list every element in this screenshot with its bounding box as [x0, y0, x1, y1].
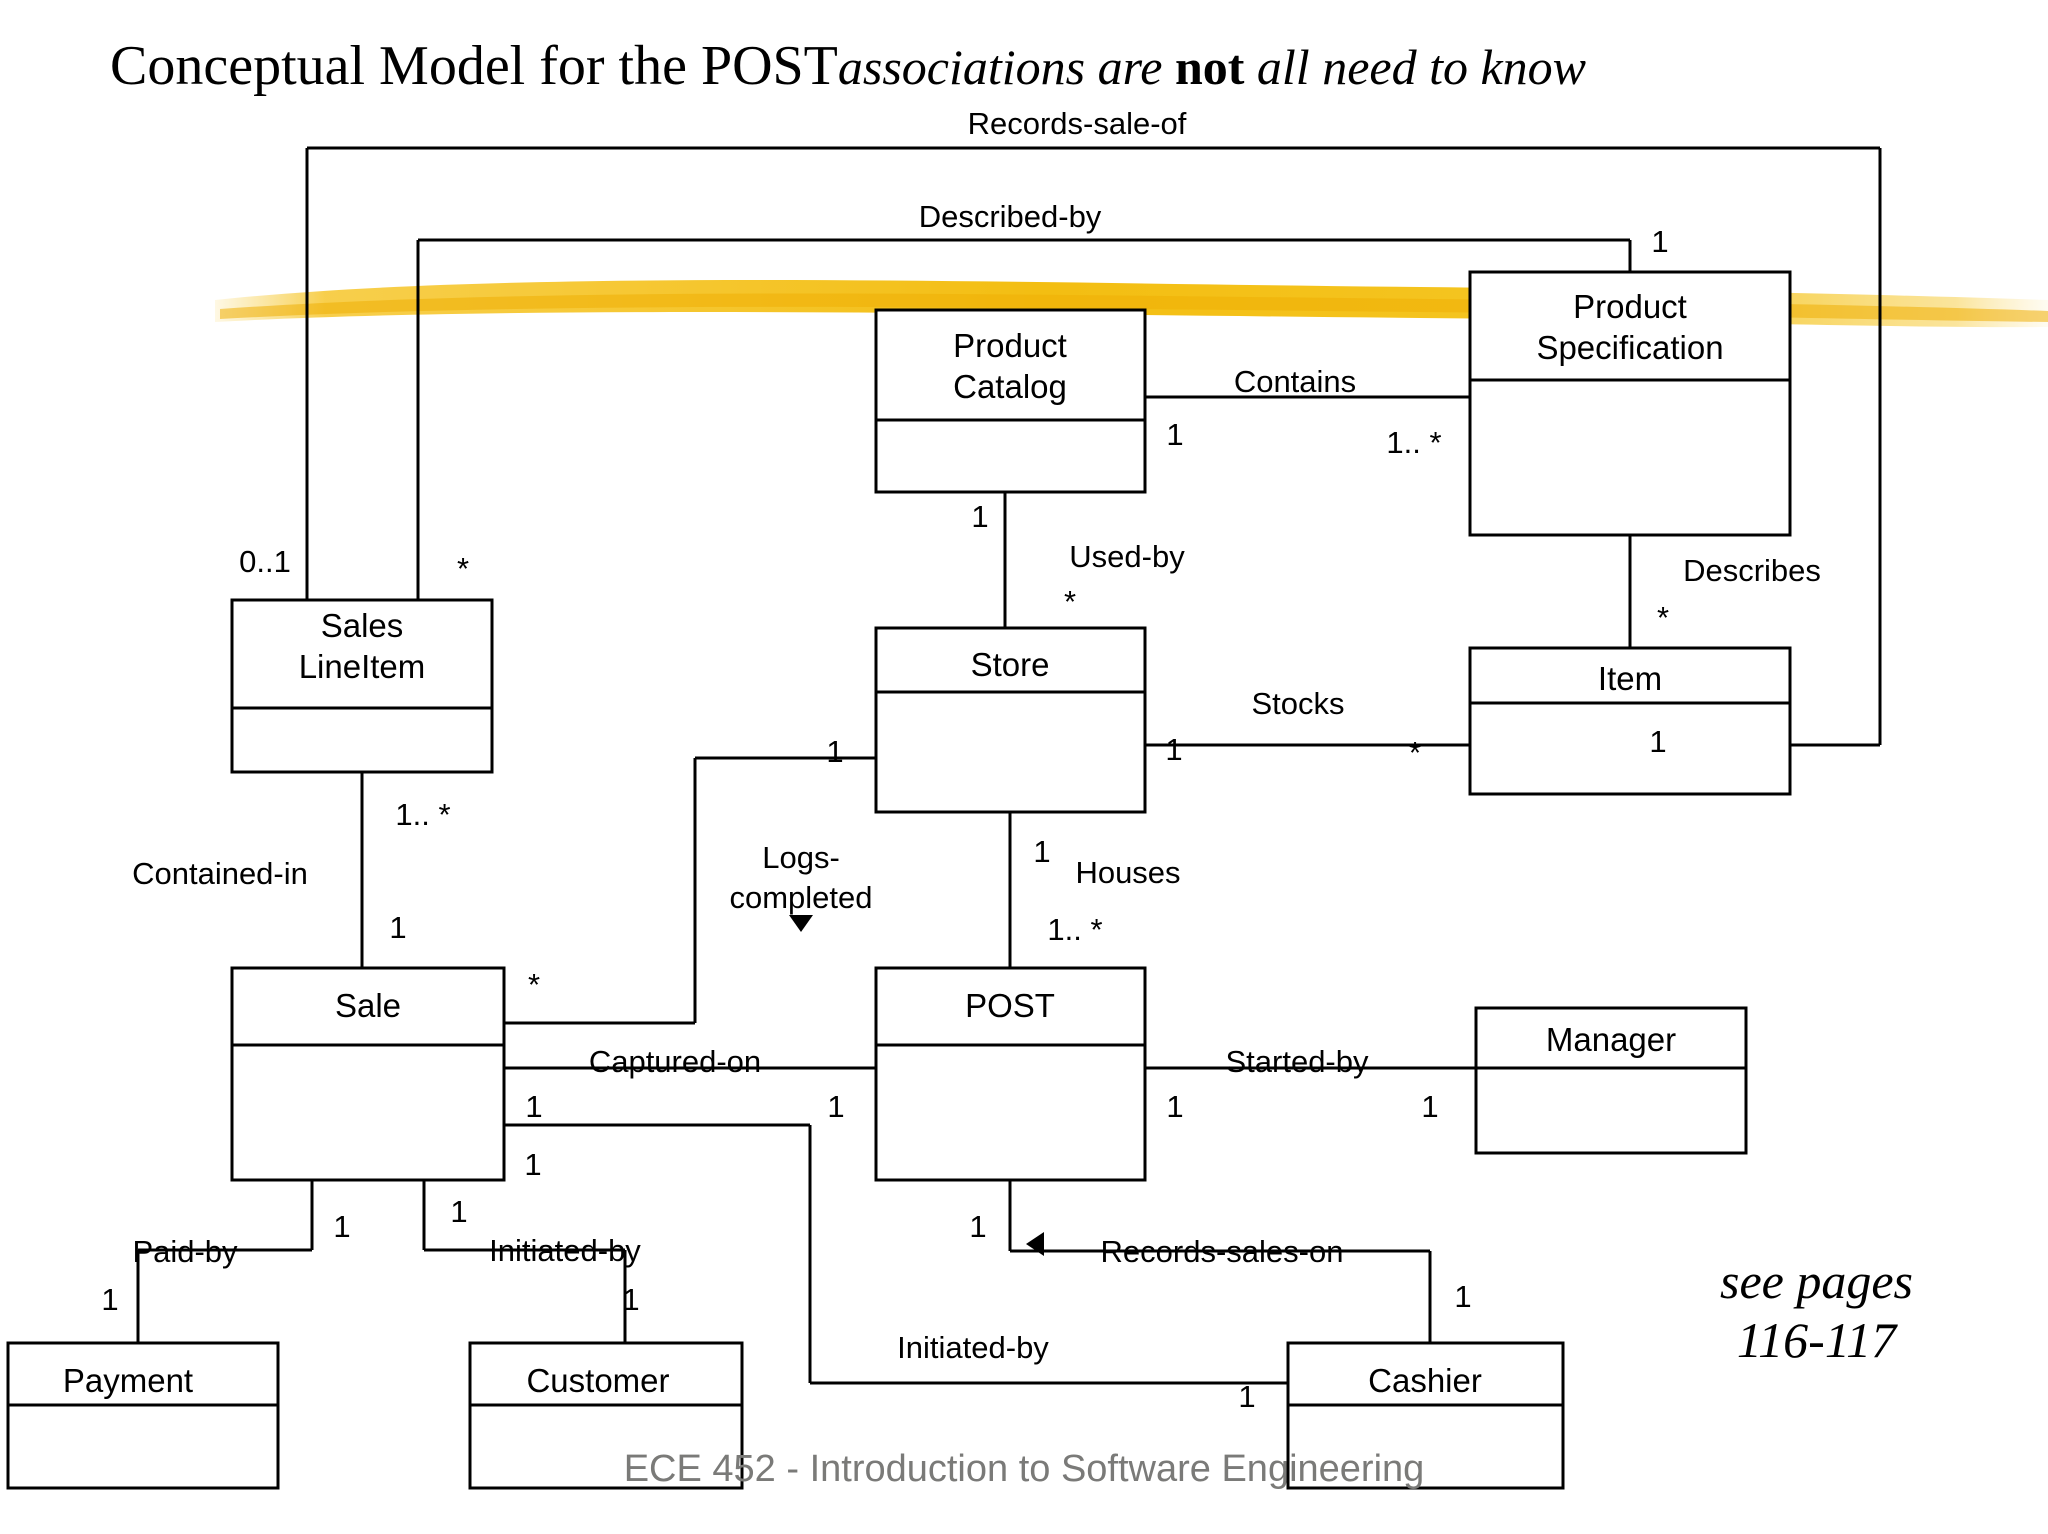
class-box-manager[interactable]: Manager — [1474, 1006, 1748, 1155]
slide-footer: ECE 452 - Introduction to Software Engin… — [623, 1448, 1425, 1490]
class-box-product-specification[interactable]: Product Specification — [1468, 270, 1792, 537]
mult-captured-on-left: 1 — [525, 1089, 542, 1124]
title-bold: not — [1174, 39, 1245, 95]
logs-completed-arrow — [789, 915, 813, 932]
svg-text:Sales: Sales — [321, 607, 404, 644]
mult-captured-on-right: 1 — [827, 1089, 844, 1124]
mult-stocks-left: 1 — [1165, 732, 1182, 767]
label-started-by: Started-by — [1225, 1044, 1369, 1079]
label-described-by: Described-by — [919, 199, 1102, 234]
class-box-product-catalog[interactable]: Product Catalog — [874, 308, 1147, 494]
class-box-sale[interactable]: Sale — [230, 966, 506, 1182]
svg-text:Product: Product — [1573, 288, 1687, 325]
mult-records-sales-cashier: 1 — [1454, 1279, 1471, 1314]
svg-text:Payment: Payment — [63, 1362, 193, 1399]
mult-started-by-left: 1 — [1166, 1089, 1183, 1124]
label-describes: Describes — [1683, 553, 1821, 588]
mult-sale-cashier: 1 — [524, 1147, 541, 1182]
association-records-sales-on — [1008, 1180, 1432, 1343]
svg-text:Customer: Customer — [526, 1362, 669, 1399]
svg-text:Manager: Manager — [1546, 1021, 1676, 1058]
label-logs-completed-2: completed — [729, 880, 872, 915]
label-records-sale-of: Records-sale-of — [968, 106, 1187, 141]
see-pages-line-2: 116-117 — [1736, 1312, 1897, 1368]
label-stocks: Stocks — [1251, 686, 1344, 721]
association-records-sale-of — [305, 146, 1882, 747]
svg-text:Catalog: Catalog — [953, 368, 1067, 405]
svg-text:LineItem: LineItem — [299, 648, 426, 685]
class-box-cashier[interactable]: Cashier — [1286, 1341, 1565, 1490]
mult-houses-top: 1 — [1033, 834, 1050, 869]
title-main: Conceptual Model for the POST — [110, 35, 838, 97]
mult-described-by-right: 1 — [1651, 224, 1668, 259]
svg-text:Item: Item — [1598, 660, 1662, 697]
title-italic-1: associations are — [837, 39, 1175, 95]
svg-text:Cashier: Cashier — [1368, 1362, 1482, 1399]
page-title: Conceptual Model for the POSTassociation… — [110, 38, 1586, 94]
title-italic-2: all need to know — [1244, 39, 1587, 95]
association-described-by — [416, 238, 1632, 600]
label-paid-by: Paid-by — [132, 1234, 238, 1269]
see-pages-line-1: see pages — [1720, 1253, 1913, 1309]
mult-initiated-cash-end: 1 — [1238, 1379, 1255, 1414]
class-box-payment[interactable]: Payment — [6, 1341, 280, 1490]
class-box-customer[interactable]: Customer — [468, 1341, 744, 1490]
mult-contained-in-top: 1.. * — [395, 797, 450, 832]
svg-text:POST: POST — [965, 987, 1055, 1024]
mult-contained-in-bottom: 1 — [389, 910, 406, 945]
association-initiated-by-cashier — [504, 1123, 1288, 1385]
association-initiated-by-customer — [422, 1180, 627, 1343]
svg-text:Sale: Sale — [335, 987, 401, 1024]
label-initiated-by-customer: Initiated-by — [489, 1233, 641, 1268]
class-box-store[interactable]: Store — [874, 626, 1147, 814]
mult-logs-store: 1 — [826, 734, 843, 769]
svg-text:Specification: Specification — [1536, 329, 1723, 366]
mult-initiated-cust-sale: 1 — [450, 1194, 467, 1229]
label-used-by: Used-by — [1069, 539, 1185, 574]
label-contains: Contains — [1234, 364, 1356, 399]
mult-used-by-top: 1 — [971, 499, 988, 534]
mult-houses-bottom: 1.. * — [1047, 912, 1102, 947]
svg-text:Product: Product — [953, 327, 1067, 364]
mult-describes: * — [1657, 600, 1669, 635]
svg-text:Store: Store — [971, 646, 1050, 683]
mult-contains-left: 1 — [1166, 417, 1183, 452]
mult-described-by-left: * — [457, 551, 469, 586]
mult-paid-by-sale: 1 — [333, 1209, 350, 1244]
label-initiated-by-cashier: Initiated-by — [897, 1330, 1049, 1365]
label-logs-completed-1: Logs- — [762, 840, 840, 875]
mult-used-by-bottom: * — [1064, 584, 1076, 619]
mult-records-sale-of-left: 0..1 — [239, 544, 291, 579]
mult-stocks-right: * — [1409, 735, 1421, 770]
label-contained-in: Contained-in — [132, 856, 308, 891]
association-paid-by — [136, 1180, 314, 1343]
class-box-item[interactable]: Item — [1468, 646, 1792, 796]
see-pages-note: see pages 116-117 — [1720, 1252, 1913, 1370]
mult-paid-by-payment: 1 — [101, 1282, 118, 1317]
label-houses: Houses — [1075, 855, 1180, 890]
mult-started-by-right: 1 — [1421, 1089, 1438, 1124]
mult-records-sales-post: 1 — [969, 1209, 986, 1244]
label-captured-on: Captured-on — [589, 1044, 761, 1079]
association-logs-completed — [504, 756, 876, 1025]
class-box-post[interactable]: POST — [874, 966, 1147, 1182]
mult-logs-sale: * — [528, 967, 540, 1002]
class-box-sales-lineitem[interactable]: Sales LineItem — [230, 598, 494, 774]
mult-contains-right: 1.. * — [1386, 425, 1441, 460]
label-records-sales-on: Records-sales-on — [1101, 1234, 1344, 1269]
mult-records-sale-of-right: 1 — [1649, 724, 1666, 759]
mult-initiated-cust-end: 1 — [622, 1282, 639, 1317]
